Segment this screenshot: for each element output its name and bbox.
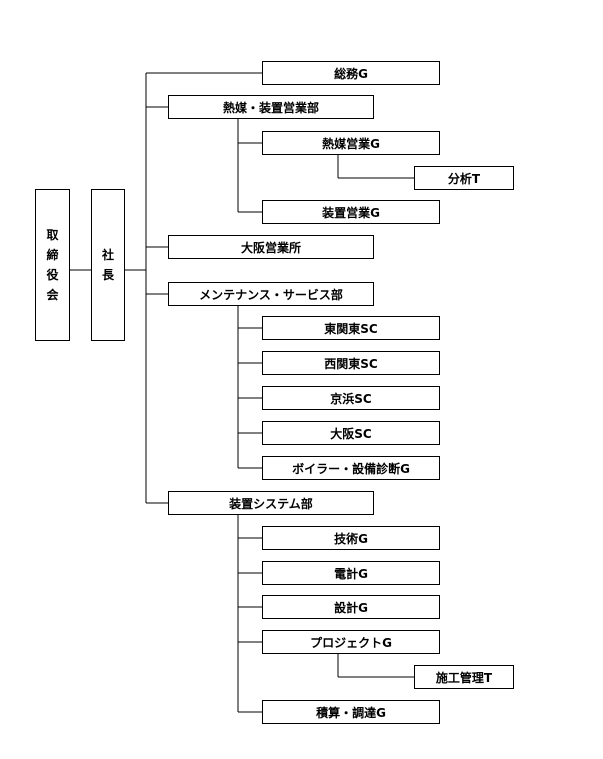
heat-medium-equipment-sales-dept-box: 熱媒・装置営業部 <box>168 95 374 119</box>
keihin-sc-box: 京浜SC <box>262 386 440 410</box>
estimation-procurement-g-box: 積算・調達G <box>262 700 440 724</box>
board-of-directors-box: 取 締 役 会 <box>35 189 70 341</box>
analysis-t-box: 分析T <box>414 166 514 190</box>
board-char: 取 <box>46 228 59 242</box>
equipment-system-dept-box: 装置システム部 <box>168 491 374 515</box>
president-char: 社 <box>101 248 114 262</box>
design-g-box: 設計G <box>262 595 440 619</box>
west-kanto-sc-box: 西関東SC <box>262 351 440 375</box>
board-char: 役 <box>46 268 59 282</box>
east-kanto-sc-box: 東関東SC <box>262 316 440 340</box>
construction-management-t-box: 施工管理T <box>414 665 514 689</box>
general-affairs-box: 総務G <box>262 61 440 85</box>
equipment-sales-g-box: 装置営業G <box>262 200 440 224</box>
president-box: 社 長 <box>91 189 125 341</box>
president-char: 長 <box>101 268 114 282</box>
osaka-sc-box: 大阪SC <box>262 421 440 445</box>
technology-g-box: 技術G <box>262 526 440 550</box>
maintenance-service-dept-box: メンテナンス・サービス部 <box>168 282 374 306</box>
board-char: 締 <box>46 248 59 262</box>
boiler-equipment-diagnosis-g-box: ボイラー・設備診断G <box>262 456 440 480</box>
board-char: 会 <box>46 288 59 302</box>
project-g-box: プロジェクトG <box>262 630 440 654</box>
electrical-design-g-box: 電計G <box>262 561 440 585</box>
osaka-sales-office-box: 大阪営業所 <box>168 235 374 259</box>
heat-medium-sales-g-box: 熱媒営業G <box>262 131 440 155</box>
